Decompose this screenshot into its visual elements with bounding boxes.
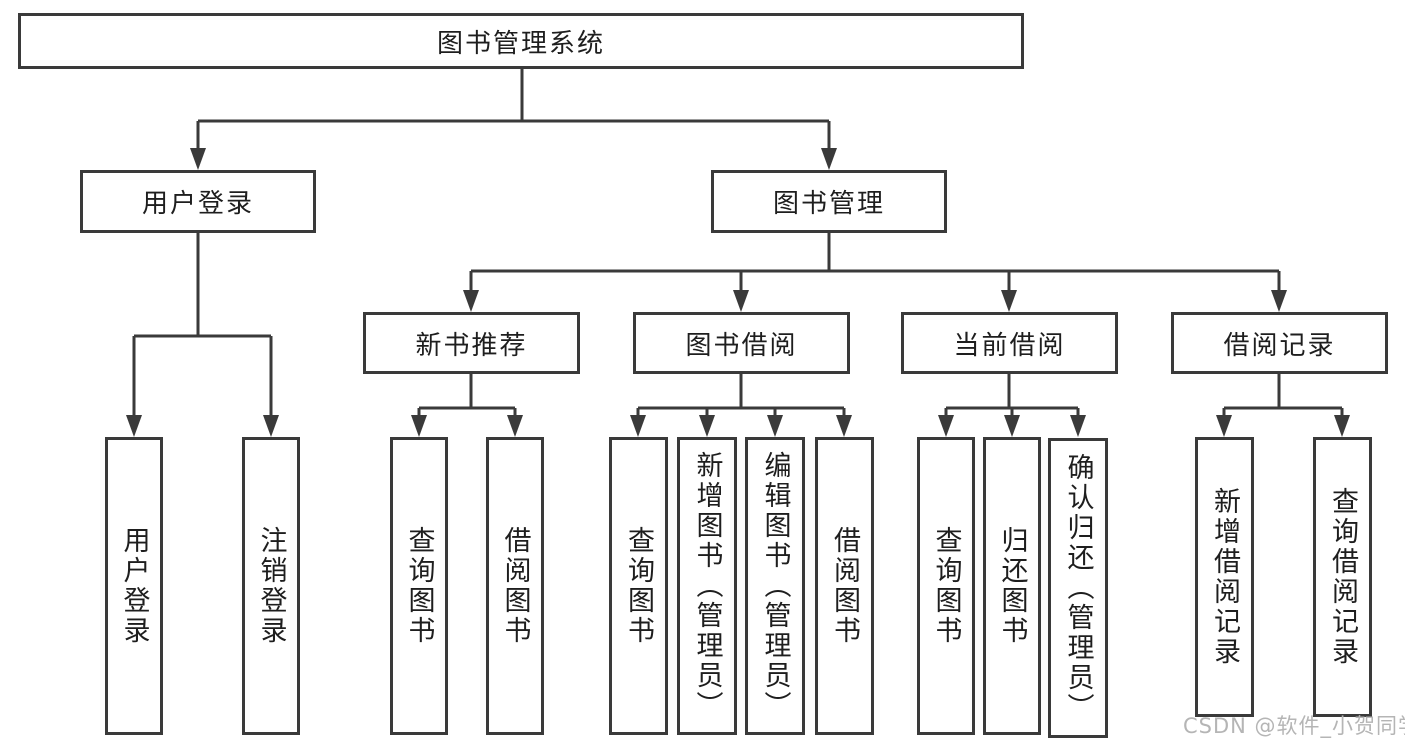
leaf-query-borrow-record: 查询借阅记录: [1313, 437, 1372, 717]
node-label: 查询图书: [403, 526, 435, 646]
arrow-down-icon: [190, 148, 206, 170]
arrow-down-icon: [1001, 290, 1017, 312]
arrow-down-icon: [699, 415, 715, 437]
arrow-down-icon: [1004, 415, 1020, 437]
leaf-return-book: 归还图书: [983, 437, 1041, 735]
node-library-system: 图书管理系统: [18, 13, 1024, 69]
connector-current-to-leaves: [944, 374, 1080, 420]
node-label: 图书管理系统: [436, 28, 605, 59]
node-label: 用户登录: [118, 526, 150, 646]
node-label: 查询借阅记录: [1327, 487, 1358, 667]
arrowheads: [126, 148, 1350, 437]
node-book-management: 图书管理: [711, 170, 947, 233]
leaf-add-book-admin: 新增图书（管理员）: [677, 437, 737, 735]
node-label: 新增借阅记录: [1209, 487, 1240, 667]
arrow-down-icon: [463, 290, 479, 312]
leaf-confirm-return-admin: 确认归还（管理员）: [1048, 438, 1108, 738]
leaf-query-books-2: 查询图书: [609, 437, 668, 735]
node-label: 图书借阅: [685, 330, 798, 361]
node-label: 新增图书（管理员）: [691, 451, 723, 721]
node-label: 借阅图书: [829, 526, 860, 646]
node-label: 查询图书: [623, 526, 654, 646]
node-label: 新书推荐: [415, 330, 528, 361]
arrow-down-icon: [507, 415, 523, 437]
node-label: 编辑图书（管理员）: [759, 451, 791, 721]
leaf-add-borrow-record: 新增借阅记录: [1195, 437, 1254, 717]
node-label: 注销登录: [255, 526, 287, 646]
node-label: 当前借阅: [953, 330, 1066, 361]
node-label: 图书管理: [772, 189, 885, 219]
arrow-down-icon: [263, 415, 279, 437]
connector-records-to-leaves: [1222, 374, 1344, 420]
arrow-down-icon: [1271, 290, 1287, 312]
leaf-edit-book-admin: 编辑图书（管理员）: [745, 437, 805, 735]
arrow-down-icon: [1334, 415, 1350, 437]
leaf-user-login: 用户登录: [105, 437, 163, 735]
leaf-borrow-books-2: 借阅图书: [815, 437, 874, 735]
arrow-down-icon: [630, 415, 646, 437]
arrow-down-icon: [1070, 415, 1086, 437]
arrow-down-icon: [938, 415, 954, 437]
arrow-down-icon: [821, 148, 837, 170]
connector-root-to-level2: [196, 69, 831, 152]
node-book-borrowing: 图书借阅: [633, 312, 850, 374]
node-user-login: 用户登录: [80, 170, 316, 233]
connector-newbook-to-leaves: [417, 374, 517, 420]
node-borrowing-records: 借阅记录: [1171, 312, 1388, 374]
node-label: 借阅图书: [499, 526, 531, 646]
connector-userlogin-to-leaves: [132, 233, 273, 419]
arrow-down-icon: [411, 415, 427, 437]
leaf-logout: 注销登录: [242, 437, 300, 735]
watermark: CSDN @软件_小贺同学: [1183, 714, 1405, 738]
node-label: 查询图书: [930, 526, 962, 646]
leaf-borrow-books-1: 借阅图书: [486, 437, 544, 735]
connector-borrowing-to-leaves: [636, 374, 846, 420]
connector-bookmgmt-to-level3: [469, 233, 1281, 290]
leaf-query-books-1: 查询图书: [390, 437, 448, 735]
arrow-down-icon: [836, 415, 852, 437]
node-current-borrowing: 当前借阅: [901, 312, 1118, 374]
arrow-down-icon: [733, 290, 749, 312]
node-label: 归还图书: [996, 526, 1028, 646]
node-label: 用户登录: [141, 189, 254, 219]
arrow-down-icon: [126, 415, 142, 437]
arrow-down-icon: [767, 415, 783, 437]
node-label: 借阅记录: [1223, 330, 1336, 361]
arrow-down-icon: [1216, 415, 1232, 437]
node-new-book-recommendation: 新书推荐: [363, 312, 580, 374]
node-label: 确认归还（管理员）: [1062, 453, 1094, 723]
leaf-query-books-3: 查询图书: [917, 437, 975, 735]
